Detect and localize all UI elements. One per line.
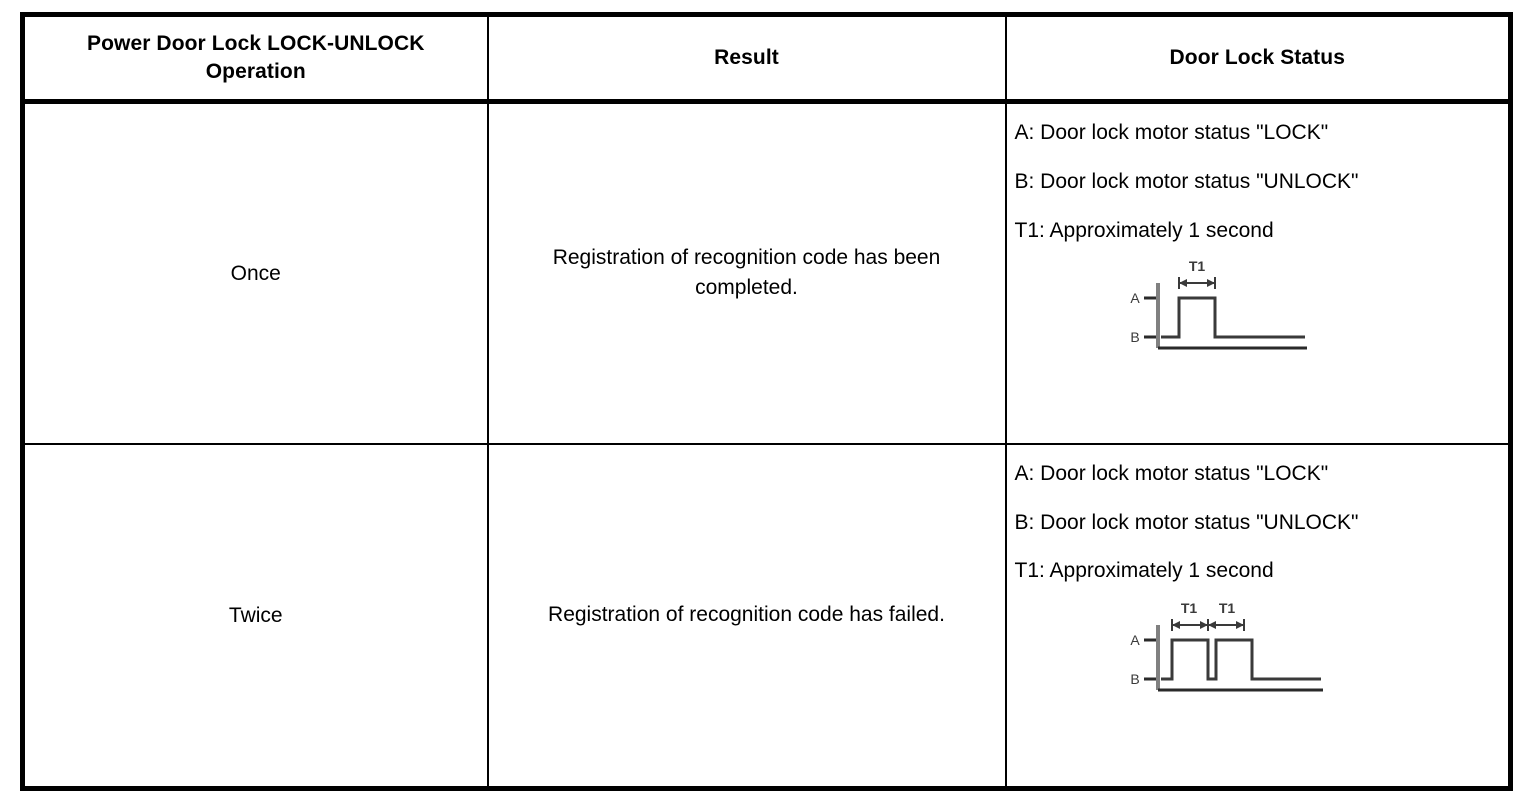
- duration-label-t1: T1: [1188, 258, 1205, 274]
- status-line-b: B: Door lock motor status "UNLOCK": [1014, 169, 1359, 193]
- dimension-arrow-t1: [1177, 276, 1216, 289]
- dimension-arrow-t1-second: [1207, 619, 1245, 632]
- header-row: Power Door Lock LOCK-UNLOCK Operation Re…: [22, 14, 1511, 104]
- axis-label-a: A: [1130, 632, 1140, 648]
- axis-label-b: B: [1130, 329, 1139, 345]
- header-cell-door-lock-status: Door Lock Status: [1005, 14, 1511, 104]
- cell-status-once: A: Door lock motor status "LOCK" B: Door…: [1005, 101, 1511, 445]
- cell-operation-once: Once: [22, 101, 489, 445]
- timing-diagram-single-pulse: T1 A B: [1015, 255, 1499, 355]
- header-cell-operation: Power Door Lock LOCK-UNLOCK Operation: [22, 14, 489, 104]
- timing-diagram-double-pulse: T1 T1: [1015, 597, 1499, 697]
- waveform-trace: [1160, 296, 1305, 339]
- status-line-a: A: Door lock motor status "LOCK": [1014, 461, 1329, 485]
- header-cell-result: Result: [487, 14, 1007, 104]
- status-line-b: B: Door lock motor status "UNLOCK": [1014, 510, 1359, 534]
- cell-status-twice: A: Door lock motor status "LOCK" B: Door…: [1006, 444, 1511, 789]
- duration-label-t1-second: T1: [1218, 600, 1235, 616]
- cell-operation-twice: Twice: [22, 443, 489, 789]
- status-line-a: A: Door lock motor status "LOCK": [1014, 121, 1329, 144]
- duration-label-t1-first: T1: [1180, 600, 1197, 616]
- table-header: Power Door Lock LOCK-UNLOCK Operation Re…: [22, 14, 1511, 104]
- status-line-t1: T1: Approximately 1 second: [1014, 218, 1274, 242]
- waveform-trace: [1160, 638, 1321, 681]
- cell-result-once: Registration of recognition code has bee…: [487, 101, 1007, 445]
- timing-waveform-svg: T1 T1: [1130, 600, 1323, 692]
- table-row: Once Registration of recognition code ha…: [22, 101, 1511, 445]
- status-line-group: A: Door lock motor status "LOCK" B: Door…: [1015, 120, 1499, 245]
- cell-result-twice: Registration of recognition code has fai…: [487, 443, 1007, 789]
- result-text: Registration of recognition code has bee…: [552, 245, 941, 300]
- timing-waveform-svg: T1 A B: [1130, 258, 1307, 350]
- door-lock-status-table: Power Door Lock LOCK-UNLOCK Operation Re…: [20, 12, 1513, 791]
- status-line-group: A: Door lock motor status "LOCK" B: Door…: [1015, 461, 1499, 586]
- table-body: Once Registration of recognition code ha…: [22, 101, 1511, 789]
- table-row: Twice Registration of recognition code h…: [22, 443, 1511, 789]
- dimension-arrow-t1-first: [1170, 619, 1209, 632]
- status-line-t1: T1: Approximately 1 second: [1014, 559, 1274, 583]
- result-text: Registration of recognition code has fai…: [548, 603, 945, 627]
- axis-label-b: B: [1130, 671, 1139, 687]
- axis-label-a: A: [1130, 290, 1140, 306]
